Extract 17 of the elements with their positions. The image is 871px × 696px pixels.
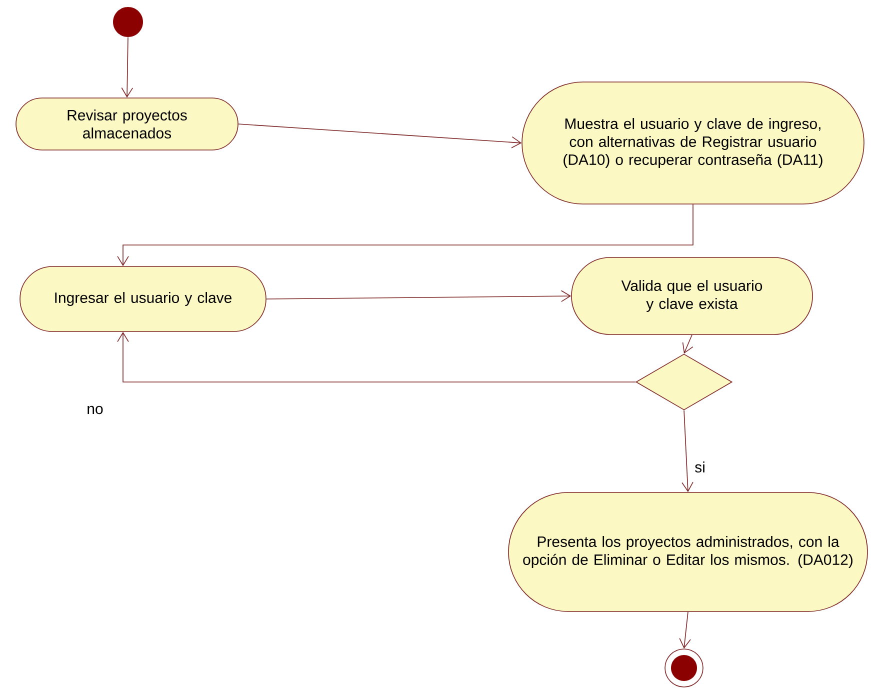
end-bullseye [664, 648, 704, 688]
activity-box: Presenta los proyectos administrados, con la opción de Eliminar o Editar los mismos. (DA012) [508, 492, 868, 612]
arrow [682, 334, 694, 354]
arrow [121, 36, 134, 98]
arrow [679, 612, 691, 649]
arrow [266, 290, 572, 302]
activity-box: Revisar proyectos almacenados [16, 98, 238, 150]
arrow [117, 204, 694, 266]
edge-label: no [86, 404, 104, 416]
arrow [682, 410, 694, 492]
activity-box: Muestra el usuario y clave de ingreso, con alternativas de Registrar usuario (DA10) o recuperar contraseña (DA11) [522, 82, 864, 204]
edge-label: si [694, 460, 706, 474]
start-dot [113, 7, 143, 37]
arrow [238, 124, 522, 148]
arrow [117, 332, 636, 382]
activity-box: Valida que el usuario y clave exista [571, 257, 813, 335]
activity-box: Ingresar el usuario y clave [20, 266, 266, 332]
